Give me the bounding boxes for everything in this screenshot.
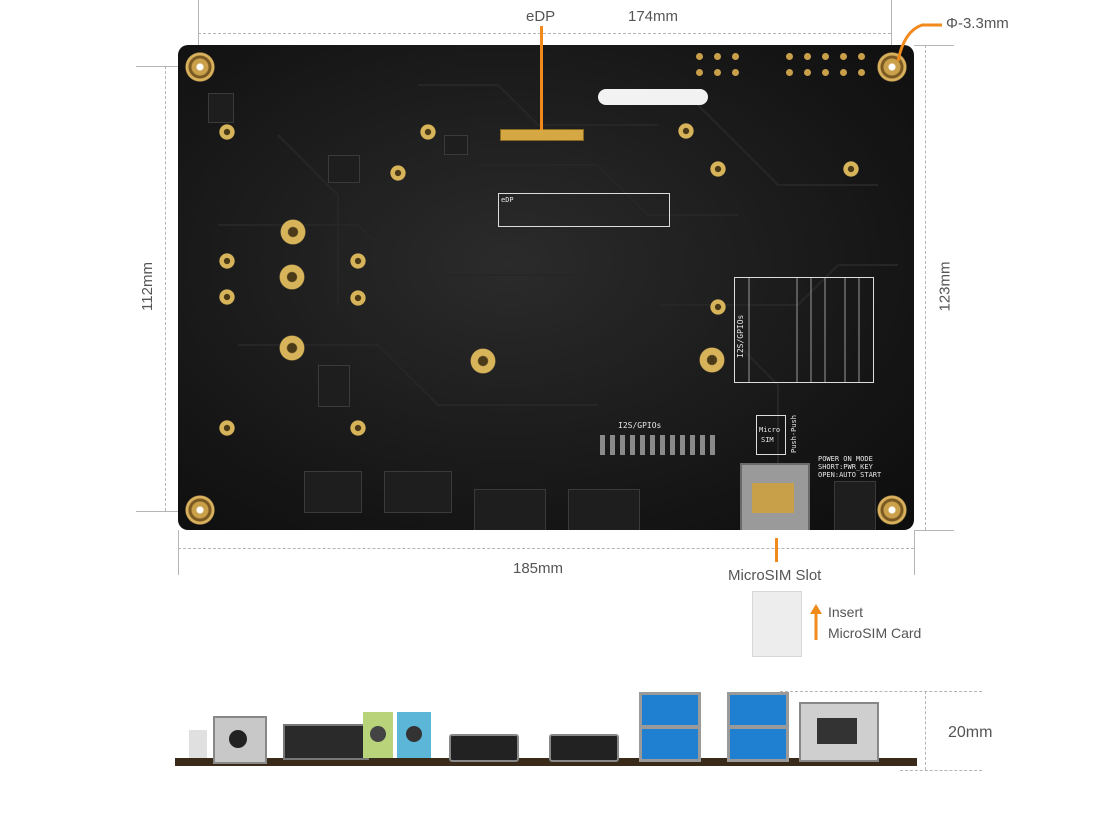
via	[350, 290, 366, 306]
hole-callout-line	[896, 23, 942, 62]
via	[350, 253, 366, 269]
width-bottom-label: 185mm	[513, 560, 564, 577]
audio-jack-blue	[397, 712, 431, 758]
via	[279, 335, 305, 361]
via	[219, 420, 235, 436]
height-left-label: 112mm	[138, 262, 156, 311]
microsim-callout-line	[775, 538, 778, 562]
edp-callout-line	[540, 26, 543, 130]
top-dimension-tick-right	[891, 0, 892, 45]
via	[678, 123, 694, 139]
usb3-port-3	[727, 692, 789, 728]
via	[710, 161, 726, 177]
via	[710, 299, 726, 315]
top-dimension-tick-left	[198, 0, 199, 45]
ic-chip	[318, 365, 350, 407]
sim-silk: SIM	[761, 436, 774, 444]
sim-connector-side	[283, 724, 369, 760]
edp-table-label: eDP	[501, 196, 514, 204]
left-dimension-tick-top	[136, 66, 178, 67]
usb3-port-4	[727, 726, 789, 762]
dc-jack	[213, 716, 267, 764]
right-dimension-tick-top	[914, 45, 954, 46]
board-side-view	[175, 690, 917, 770]
mounting-hole-top-left	[185, 52, 215, 82]
via	[420, 124, 436, 140]
insert-arrow-icon	[810, 604, 822, 640]
connector-block	[568, 489, 640, 530]
right-dimension-line	[925, 45, 926, 530]
usb3-port-1	[639, 692, 701, 728]
connector-block	[474, 489, 546, 530]
usb3-port-2	[639, 726, 701, 762]
bottom-dimension-line	[178, 548, 914, 549]
via	[219, 124, 235, 140]
ethernet-port	[799, 702, 879, 762]
thickness-tick-top	[780, 691, 982, 692]
thickness-dimension-line	[925, 691, 926, 770]
i2s-gpio-pinout-table: I2S/GPIOs	[734, 277, 874, 383]
top-dimension-line	[198, 33, 891, 34]
via	[219, 289, 235, 305]
via	[390, 165, 406, 181]
hdmi-port-2	[549, 734, 619, 762]
height-right-label: 123mm	[936, 261, 954, 312]
power-on-mode-line-2: SHORT:PWR_KEY	[818, 463, 873, 471]
i2s-gpio-bottom-label: I2S/GPIOs	[618, 421, 662, 430]
thickness-label: 20mm	[948, 724, 993, 741]
via	[219, 253, 235, 269]
mounting-hole-bottom-right	[877, 495, 907, 525]
power-on-mode-line-1: POWER ON MODE	[818, 455, 873, 463]
gpio-header-top-right	[696, 51, 866, 81]
via	[470, 348, 496, 374]
mounting-hole-bottom-left	[185, 495, 215, 525]
board-slot-cutout	[598, 89, 708, 105]
power-on-mode-line-3: OPEN:AUTO START	[818, 471, 882, 479]
via	[843, 161, 859, 177]
via	[350, 420, 366, 436]
hole-diameter-label: Φ-3.3mm	[946, 15, 1009, 32]
width-top-label: 174mm	[628, 8, 679, 25]
microsim-silk-box: Micro SIM	[756, 415, 786, 455]
via	[280, 219, 306, 245]
microsim-slot-label: MicroSIM Slot	[728, 567, 822, 584]
microsim-slot	[740, 463, 810, 530]
ic-chip	[208, 93, 234, 123]
left-dimension-tick-bottom	[136, 511, 178, 512]
board-top-view: eDP I2S/GPIOs Micro SIM Push-Push POWER …	[178, 45, 914, 530]
edp-label: eDP	[526, 8, 556, 25]
connector-block	[384, 471, 452, 513]
insert-label-line-2: MicroSIM Card	[828, 625, 922, 641]
connector-block	[834, 481, 876, 530]
bottom-dimension-tick-right	[914, 530, 915, 575]
microsim-card	[752, 591, 802, 657]
bottom-dimension-tick-left	[178, 530, 179, 575]
micro-silk: Micro	[759, 426, 781, 434]
ic-chip	[328, 155, 360, 183]
via	[699, 347, 725, 373]
push-push-silk: Push-Push	[790, 415, 798, 453]
edp-pinout-table: eDP	[498, 193, 670, 227]
side-pcb	[175, 758, 917, 766]
right-dimension-tick-bottom	[914, 530, 954, 531]
mounting-hole-top-right	[877, 52, 907, 82]
connector-block	[304, 471, 362, 513]
audio-jack-green	[363, 712, 393, 758]
trace-pattern	[218, 84, 898, 465]
insert-label-line-1: Insert	[828, 604, 864, 620]
hdmi-port-1	[449, 734, 519, 762]
thickness-tick-bottom	[900, 770, 982, 771]
via	[279, 264, 305, 290]
ic-chip	[444, 135, 468, 155]
left-dimension-line	[165, 66, 166, 511]
edp-connector	[500, 129, 584, 141]
gpio-header-bottom	[600, 435, 720, 455]
pin-header-side	[189, 730, 207, 758]
